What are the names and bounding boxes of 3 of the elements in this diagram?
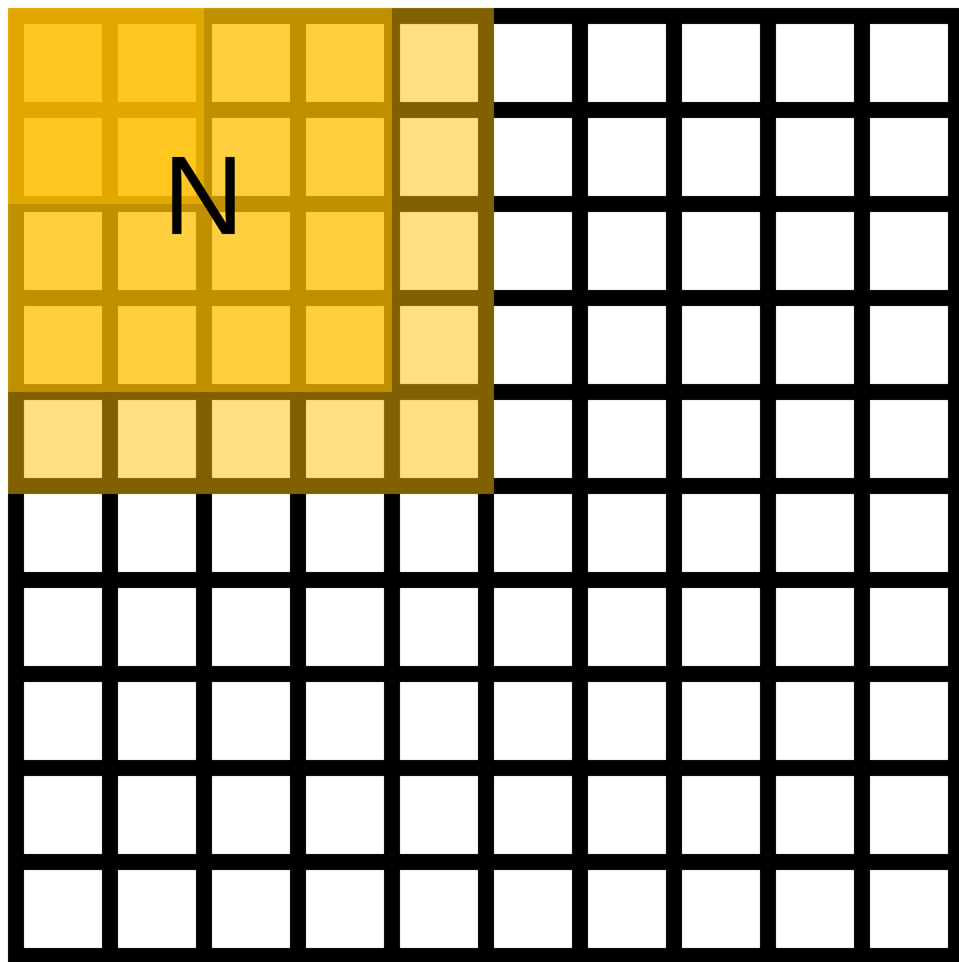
highlight-region (8, 8, 494, 494)
highlight-region (8, 8, 392, 392)
region-label: N (163, 140, 244, 252)
